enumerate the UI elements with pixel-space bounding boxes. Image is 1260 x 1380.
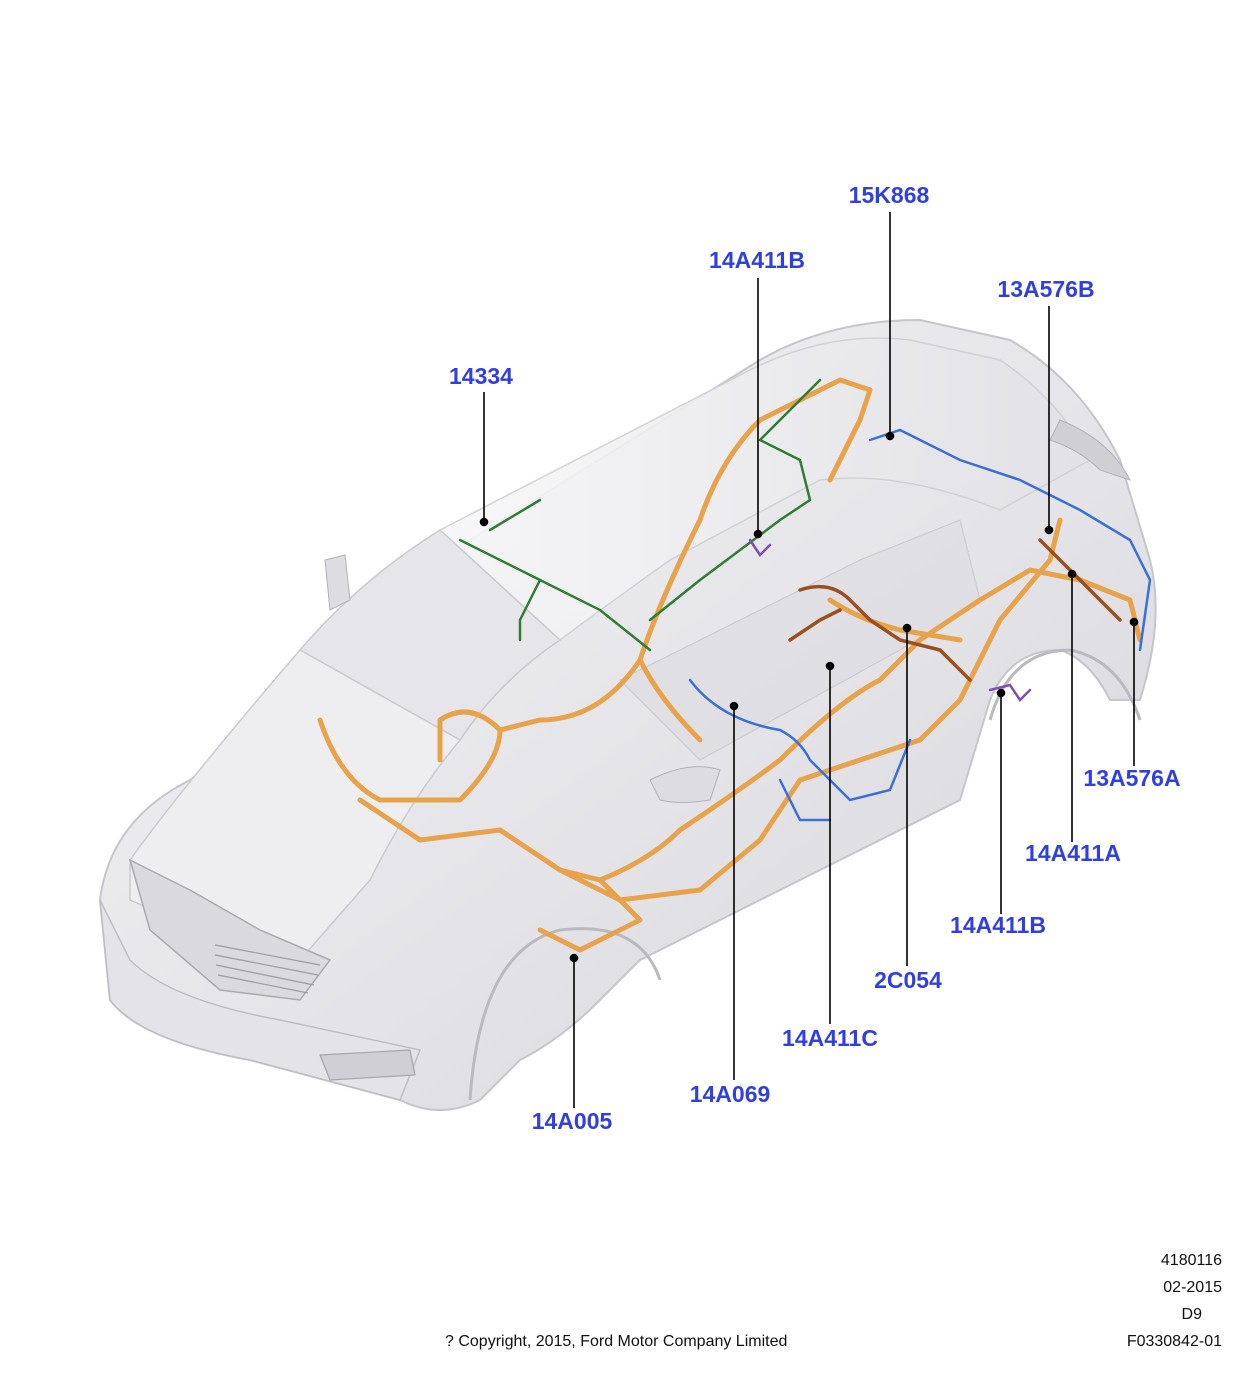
callout-13a576a: 13A576A xyxy=(1083,765,1180,791)
rear-spoiler xyxy=(1049,419,1131,481)
side-mirror-left xyxy=(324,554,351,611)
harness-purple xyxy=(748,538,1032,702)
harness-main xyxy=(317,377,1143,953)
front-grille xyxy=(128,858,332,1001)
footer-date: 02-2015 xyxy=(1163,1279,1222,1296)
harness-blue xyxy=(688,428,1152,822)
callout-14334: 14334 xyxy=(449,363,513,389)
grille-bars xyxy=(214,944,321,994)
windshield xyxy=(298,529,562,741)
callout-14a005: 14A005 xyxy=(532,1108,613,1134)
callout-15k868: 15K868 xyxy=(849,182,930,208)
callout-13a576b: 13A576B xyxy=(997,276,1094,302)
roof-panel xyxy=(438,337,1091,641)
copyright-notice: ? Copyright, 2015, Ford Motor Company Li… xyxy=(445,1333,788,1350)
callout-14a411b-bottom: 14A411B xyxy=(950,912,1046,938)
front-wheel-arch xyxy=(468,927,662,1101)
callout-14a069: 14A069 xyxy=(690,1081,771,1107)
callout-labels: 14334 14A411B 15K868 13A576B 13A576A 14A… xyxy=(449,182,1181,1134)
callout-14a411b-top: 14A411B xyxy=(709,247,805,273)
figure-id: F0330842-01 xyxy=(1126,1333,1222,1350)
callout-2c054: 2C054 xyxy=(874,967,942,993)
callout-14a411c: 14A411C xyxy=(782,1025,878,1051)
side-mirror-right xyxy=(649,766,721,803)
callout-leaders xyxy=(479,212,1139,1108)
vehicle-body xyxy=(98,318,1157,1111)
fog-light xyxy=(319,1049,416,1081)
footer-code2: D9 xyxy=(1181,1306,1202,1323)
callout-14a411a: 14A411A xyxy=(1025,840,1121,866)
footer-code1: 4180116 xyxy=(1160,1252,1222,1269)
harness-green xyxy=(458,378,822,652)
